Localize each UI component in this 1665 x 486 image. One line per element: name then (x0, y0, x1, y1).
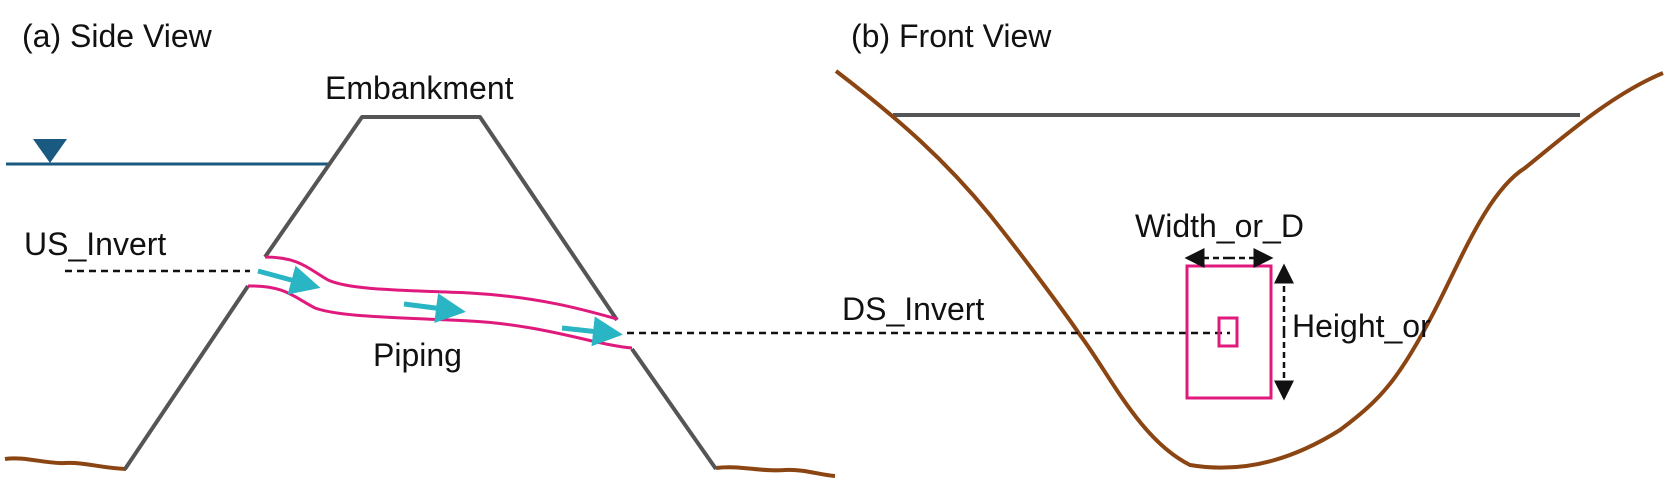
piping-label: Piping (373, 337, 462, 373)
embankment-label: Embankment (325, 70, 514, 106)
ground-line-right (715, 465, 836, 478)
ground-line-left (4, 456, 127, 471)
embankment-outline (123, 115, 718, 471)
ds-invert-label: DS_Invert (842, 291, 984, 327)
front-view-title: (b) Front View (851, 18, 1052, 54)
width-label: Width_or_D (1135, 208, 1304, 244)
arrow-right-icon (257, 265, 321, 295)
side-view-panel: (a) Side View Embankment US_Invert Pipin… (4, 18, 836, 478)
arrow-right-icon (561, 316, 623, 347)
valley-profile (834, 69, 1664, 470)
pipe-opening-small-box (1217, 316, 1239, 348)
pipe-bottom-wall (247, 284, 633, 350)
pipe-opening-box (1185, 264, 1273, 400)
arrow-right-icon (403, 293, 466, 323)
inverted-triangle-icon (33, 139, 67, 163)
front-view-panel: (b) Front View DS_Invert Width_or_D Heig… (627, 18, 1664, 470)
side-view-title: (a) Side View (22, 18, 213, 54)
us-invert-label: US_Invert (24, 226, 166, 262)
height-label: Height_or (1292, 308, 1431, 344)
